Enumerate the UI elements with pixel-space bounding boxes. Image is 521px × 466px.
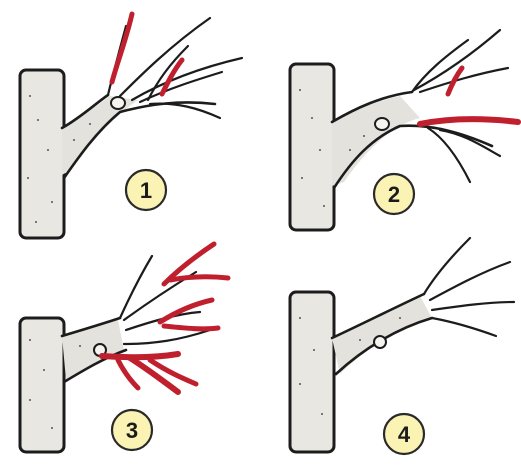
bud-1 (111, 97, 125, 109)
twig-3d (124, 330, 210, 344)
twig-2a (412, 40, 468, 92)
panel-3: 3 (20, 244, 228, 452)
cut-3b (170, 277, 228, 280)
cut-3h (150, 360, 196, 384)
trunk-1 (20, 70, 64, 238)
twig-4d (432, 318, 496, 336)
panel-2: 2 (290, 30, 518, 230)
twig-4c (432, 302, 514, 310)
panel-1: 1 (20, 14, 242, 238)
trunk-3 (20, 318, 64, 452)
cut-1a (112, 14, 132, 82)
cut-3c (160, 300, 212, 322)
cut-2b (448, 68, 462, 94)
badge-2-label: 2 (388, 182, 400, 207)
twig-2e (440, 130, 500, 156)
badge-1-label: 1 (140, 178, 152, 203)
twig-1c (132, 58, 242, 100)
badge-4-label: 4 (398, 422, 411, 447)
cut-3e (102, 354, 178, 357)
trunk-2 (290, 64, 334, 230)
cut-2a (420, 119, 518, 124)
twig-3a (120, 256, 152, 318)
panel-4: 4 (290, 238, 514, 454)
badge-3-label: 3 (126, 418, 138, 443)
twig-1f (148, 46, 188, 100)
twig-1e (150, 104, 220, 118)
bud-4 (374, 336, 386, 348)
limb-4 (332, 296, 432, 374)
cut-3d (164, 326, 218, 329)
trunk-4 (290, 292, 334, 452)
twig-4a (424, 238, 470, 294)
bud-2 (375, 118, 389, 130)
